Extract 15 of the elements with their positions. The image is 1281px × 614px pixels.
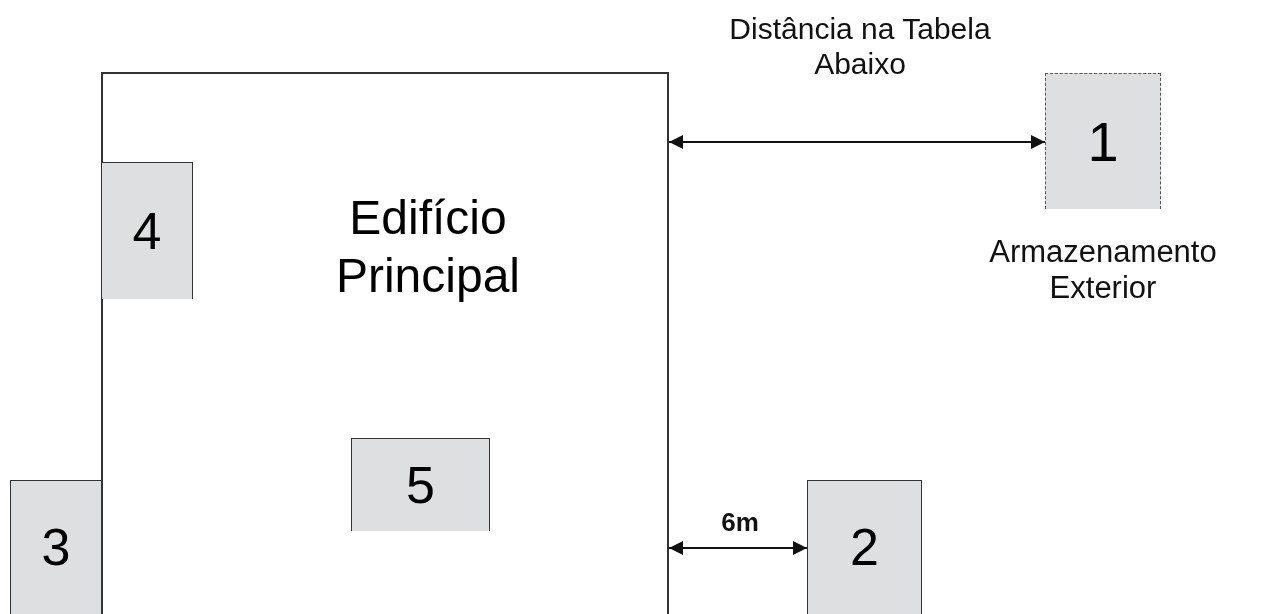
- area-caption: Armazenamento Exterior: [988, 234, 1218, 306]
- building-label: Edifício Principal: [334, 190, 522, 304]
- storage-area-box: [1045, 73, 1161, 209]
- area-number: 1: [1087, 108, 1119, 175]
- area-number: 4: [132, 200, 162, 262]
- dimension-arrow: [668, 541, 808, 555]
- storage-area-box: [10, 480, 102, 614]
- storage-area-box: [807, 480, 922, 614]
- dimension-arrow: [668, 135, 1046, 149]
- area-number: 5: [406, 454, 435, 516]
- storage-area-box: [101, 162, 193, 299]
- area-number: 3: [41, 517, 71, 579]
- area-number: 2: [850, 517, 879, 579]
- building-outline: [101, 72, 669, 614]
- storage-area-box: [351, 438, 490, 531]
